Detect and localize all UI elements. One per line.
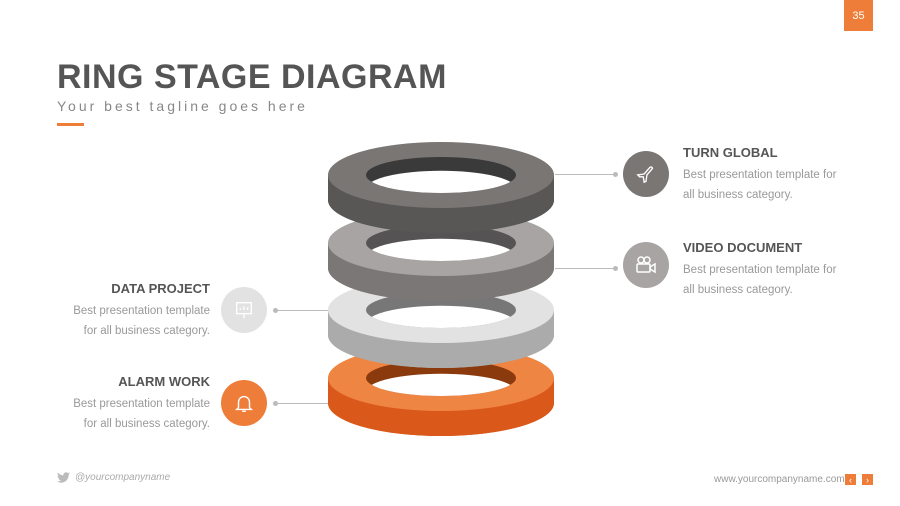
desc-line: for all business category. [83, 325, 210, 337]
item-title: VIDEO DOCUMENT [683, 240, 803, 255]
desc-line: for all business category. [83, 418, 210, 430]
connector-dot [273, 308, 278, 313]
presentation-board-icon [221, 287, 267, 333]
connector-line [555, 268, 615, 269]
page-title: RING STAGE DIAGRAM [57, 58, 447, 96]
ring-hole [366, 170, 516, 193]
tagline: Your best tagline goes here [57, 98, 308, 114]
desc-line: Best presentation template for [683, 169, 837, 181]
ring-hole [366, 373, 516, 396]
bell-icon [221, 380, 267, 426]
title-accent-bar [57, 123, 84, 126]
desc-line: Best presentation template for [683, 264, 837, 276]
twitter-icon [57, 472, 70, 483]
airplane-icon [623, 151, 669, 197]
next-slide-button[interactable]: › [862, 474, 873, 485]
item-desc: Best presentation template for all busine… [73, 301, 210, 341]
desc-line: Best presentation template [73, 398, 210, 410]
twitter-handle: @yourcompanyname [75, 472, 171, 483]
footer-twitter: @yourcompanyname [57, 472, 170, 483]
connector-dot [273, 401, 278, 406]
connector-dot [613, 266, 618, 271]
prev-slide-button[interactable]: ‹ [845, 474, 856, 485]
page-number: 35 [844, 0, 873, 31]
desc-line: Best presentation template [73, 305, 210, 317]
desc-line: all business category. [683, 284, 793, 296]
item-desc: Best presentation template for all busine… [683, 260, 836, 300]
connector-dot [613, 172, 618, 177]
connector-line [276, 403, 328, 404]
desc-line: all business category. [683, 189, 793, 201]
item-title: TURN GLOBAL [683, 145, 778, 160]
item-desc: Best presentation template for all busine… [683, 165, 836, 205]
footer-website[interactable]: www.yourcompanyname.com [714, 474, 845, 485]
video-camera-icon [623, 242, 669, 288]
connector-line [276, 310, 328, 311]
connector-line [555, 174, 615, 175]
item-desc: Best presentation template for all busine… [73, 394, 210, 434]
ring-hole [366, 305, 516, 328]
ring-hole [366, 238, 516, 261]
item-title: ALARM WORK [118, 374, 210, 389]
ring-turn-global [328, 142, 554, 233]
item-title: DATA PROJECT [111, 281, 210, 296]
